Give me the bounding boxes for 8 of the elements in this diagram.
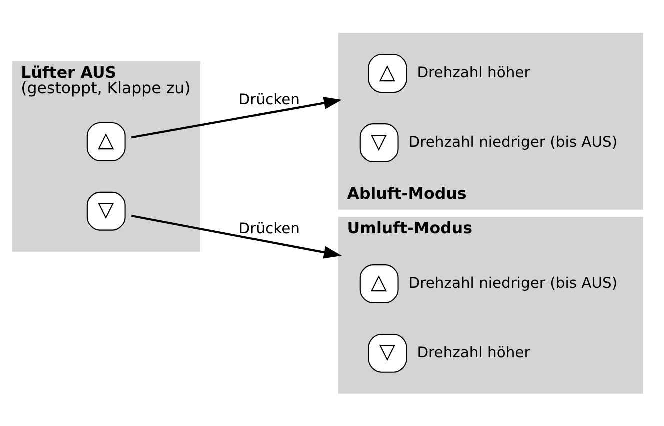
edge-label: Drücken — [238, 90, 300, 108]
arrow — [131, 214, 342, 258]
edge-label: Drücken — [238, 220, 300, 238]
node-label: Drehzahl niedriger (bis AUS) — [408, 274, 618, 292]
arrow — [131, 96, 342, 138]
node-label: Drehzahl höher — [417, 64, 530, 81]
node-label: Drehzahl höher — [417, 344, 530, 361]
node-label: Drehzahl niedriger (bis AUS) — [408, 133, 618, 150]
